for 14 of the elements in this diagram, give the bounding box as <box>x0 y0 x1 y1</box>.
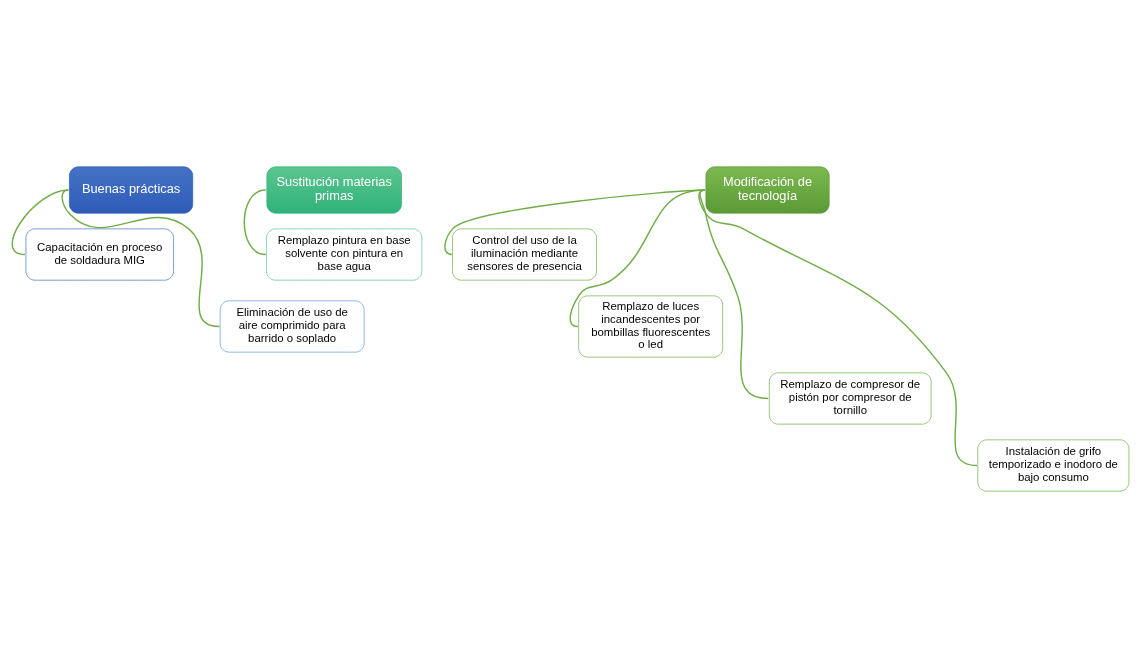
node-box: Modificación de tecnología <box>705 166 830 214</box>
node-box: Instalación de grifo temporizado e inodoro de bajo consumo <box>977 439 1130 492</box>
node-box: Capacitación en proceso de soldadura MIG <box>25 228 174 281</box>
connector <box>61 189 221 328</box>
node-box: Sustitución materias primas <box>266 166 402 214</box>
node-box: Remplazo pintura en base solvente con pintura en base agua <box>266 228 423 281</box>
connector <box>569 189 706 328</box>
node-box: Remplazo de compresor de pistón por compresor de tornillo <box>768 372 932 425</box>
node-box: Eliminación de uso de aire comprimido para barrido o soplado <box>219 300 365 353</box>
connector <box>243 189 267 256</box>
node-box: Buenas prácticas <box>69 166 194 214</box>
node-box: Remplazo de luces incandescentes por bombillas fluorescentes o led <box>578 295 723 358</box>
node-box: Control del uso de la iluminación mediante sensores de presencia <box>452 228 597 281</box>
connector <box>698 189 978 467</box>
